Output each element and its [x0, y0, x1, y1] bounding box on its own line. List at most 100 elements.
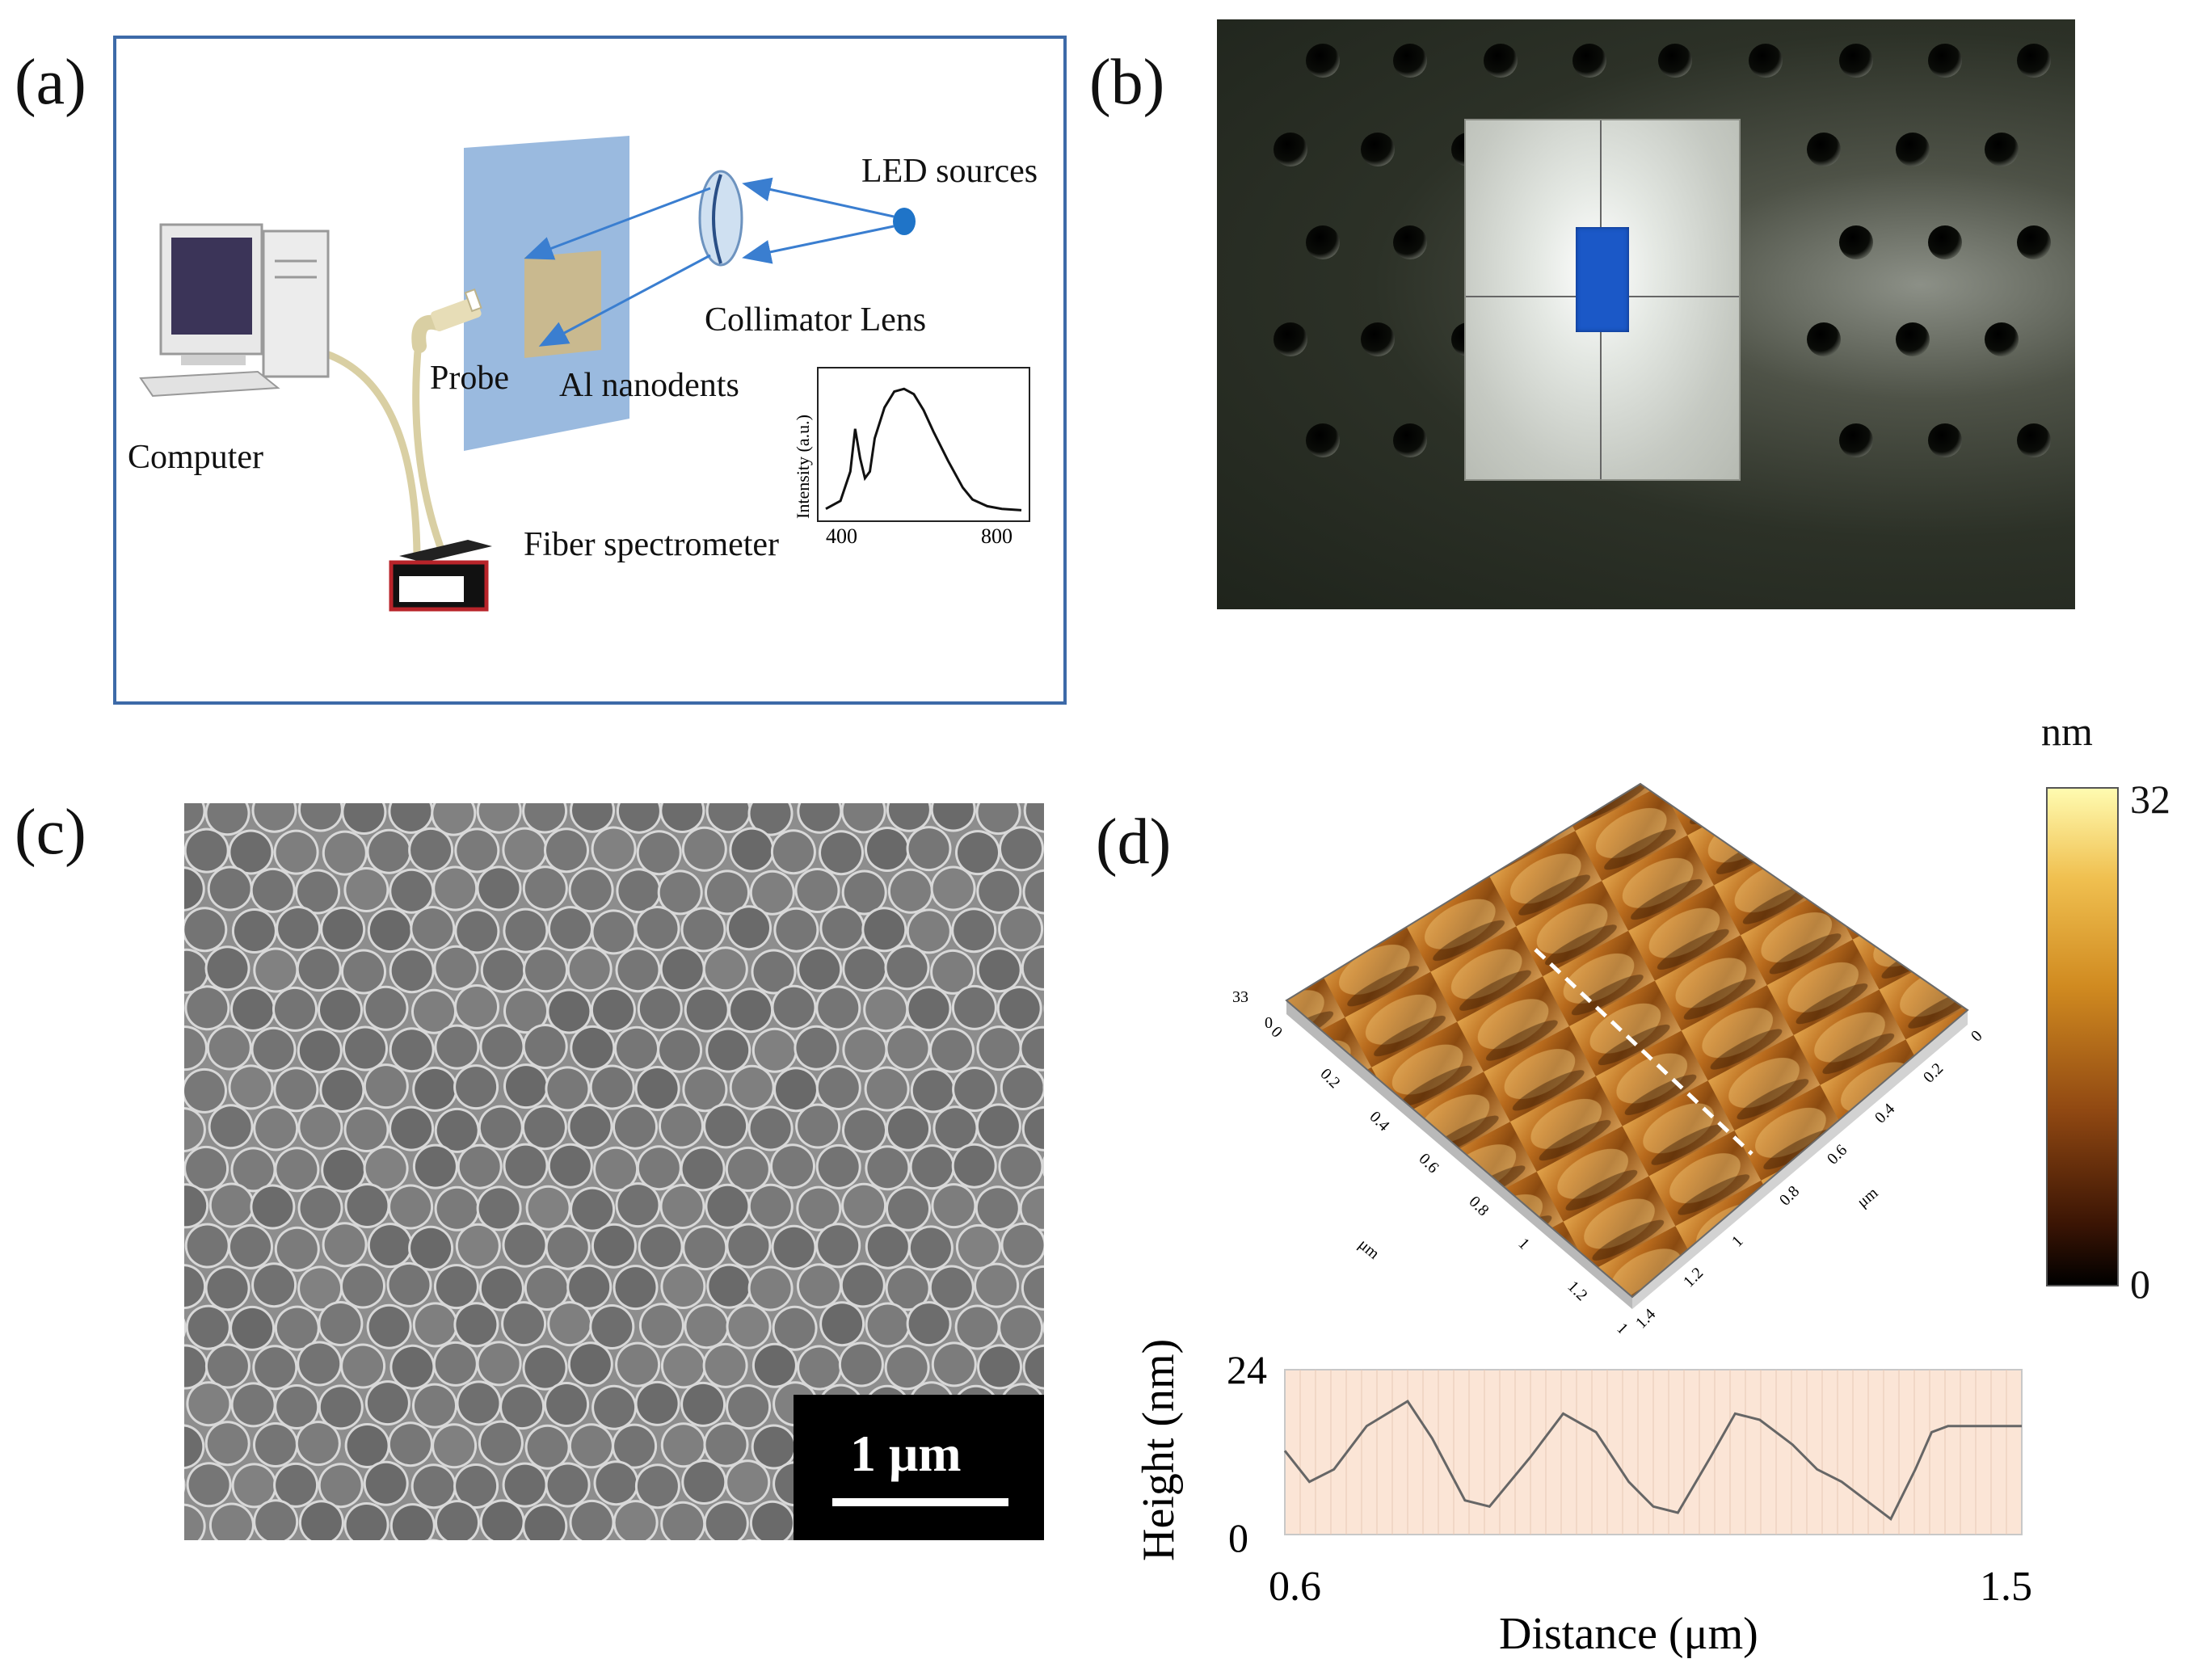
nanodent	[478, 803, 520, 832]
nanodent	[754, 1345, 795, 1386]
nanodent	[617, 1344, 659, 1385]
nanodent	[682, 1148, 723, 1189]
nanodent	[705, 1105, 747, 1147]
nanodent	[210, 1106, 251, 1147]
table-hole	[1928, 44, 1962, 78]
nanodent	[230, 1226, 271, 1267]
afm-z-zero: 0	[1265, 1014, 1273, 1032]
table-hole	[2017, 44, 2051, 78]
nanodent	[798, 1265, 840, 1307]
afm-left-axis-unit: μm	[1355, 1236, 1383, 1263]
nanodent	[958, 832, 998, 874]
nanodent	[799, 949, 840, 990]
nanodent	[592, 1067, 633, 1108]
nanodent	[233, 988, 273, 1029]
nanodent	[456, 1067, 497, 1108]
nanodent	[637, 1466, 678, 1507]
optical-table-holes	[1217, 19, 2075, 609]
afm-right-tick: 0.8	[1776, 1182, 1803, 1209]
nanodent	[1021, 1188, 1044, 1229]
nanodent	[639, 988, 680, 1029]
nanodent	[365, 987, 406, 1029]
nanodent	[867, 1147, 908, 1189]
nanodent	[255, 1108, 297, 1149]
nanodent	[437, 1502, 478, 1540]
nanodent	[818, 1067, 859, 1108]
afm-left-tick: 0.8	[1465, 1193, 1492, 1219]
nanodent	[572, 1189, 613, 1230]
nanodent	[933, 951, 974, 992]
nanodent	[506, 1066, 546, 1107]
nanodent-rim	[424, 1539, 440, 1540]
nanodent	[957, 1307, 998, 1348]
nanodent	[392, 1505, 433, 1540]
nanodent	[234, 911, 275, 951]
table-hole	[1985, 322, 2019, 356]
nanodent	[413, 1466, 454, 1507]
nanodent	[275, 988, 315, 1029]
nanodent	[322, 1070, 363, 1110]
nanodent	[368, 1306, 410, 1347]
nanodent	[412, 908, 453, 949]
nanodent-rim	[1042, 1080, 1044, 1095]
table-hole	[1361, 322, 1395, 356]
nanodent	[187, 987, 228, 1029]
nanodent	[570, 1425, 612, 1467]
nanodent	[640, 1227, 681, 1267]
nanodent	[232, 1307, 273, 1349]
nanodent	[392, 1346, 433, 1387]
nanodent	[683, 909, 724, 950]
nanodent	[276, 1149, 318, 1190]
nanodent	[415, 1146, 456, 1187]
nanodent	[505, 910, 546, 951]
nanodent	[617, 1185, 659, 1226]
nanodent	[480, 1107, 521, 1148]
nanodent	[615, 1267, 656, 1308]
nanodent	[773, 832, 814, 873]
fiber-cable	[412, 341, 448, 558]
nanodent	[1000, 1146, 1042, 1187]
nanodent	[935, 1108, 976, 1149]
y-tick-0: 0	[1228, 1515, 1248, 1560]
nanodent	[502, 1387, 543, 1428]
nanodent	[391, 950, 432, 992]
nanodent	[731, 1067, 773, 1108]
nanodent	[482, 1026, 523, 1067]
nanodent	[209, 868, 250, 909]
nanodent	[506, 991, 546, 1032]
table-hole	[1749, 44, 1783, 78]
blue-sample	[1576, 227, 1629, 332]
nanodent	[709, 1265, 750, 1307]
nanodent	[867, 1226, 908, 1267]
nanodent	[549, 1145, 591, 1186]
inset-x-tick-400: 400	[826, 524, 857, 548]
nanodent	[547, 1227, 588, 1268]
nanodent	[207, 1423, 248, 1464]
nanodent	[525, 949, 566, 991]
nanodent	[638, 1147, 680, 1189]
nanodent-rim	[184, 1477, 186, 1493]
nanodent	[908, 988, 949, 1029]
table-hole	[2017, 423, 2051, 457]
computer-icon	[139, 223, 330, 398]
nanodent	[184, 1028, 205, 1069]
nanodent	[684, 1227, 726, 1269]
nanodent	[255, 949, 297, 991]
table-hole	[1393, 225, 1427, 259]
led-source-icon	[893, 208, 916, 235]
nanodent	[459, 1146, 500, 1187]
setup-diagram: Intensity (a.u.) 400 800	[139, 136, 1030, 612]
nanodent	[751, 872, 793, 913]
table-hole	[1896, 133, 1930, 166]
label-led-sources: LED sources	[861, 153, 1038, 190]
table-hole	[1985, 133, 2019, 166]
nanodent	[324, 832, 365, 874]
table-hole	[1807, 133, 1841, 166]
nanodent	[482, 949, 524, 991]
nanodent	[503, 1303, 545, 1345]
nanodent	[457, 1225, 499, 1266]
nanodent	[1025, 1346, 1044, 1387]
nanodent	[954, 910, 995, 951]
table-hole	[1839, 44, 1873, 78]
nanodent	[773, 1146, 813, 1187]
